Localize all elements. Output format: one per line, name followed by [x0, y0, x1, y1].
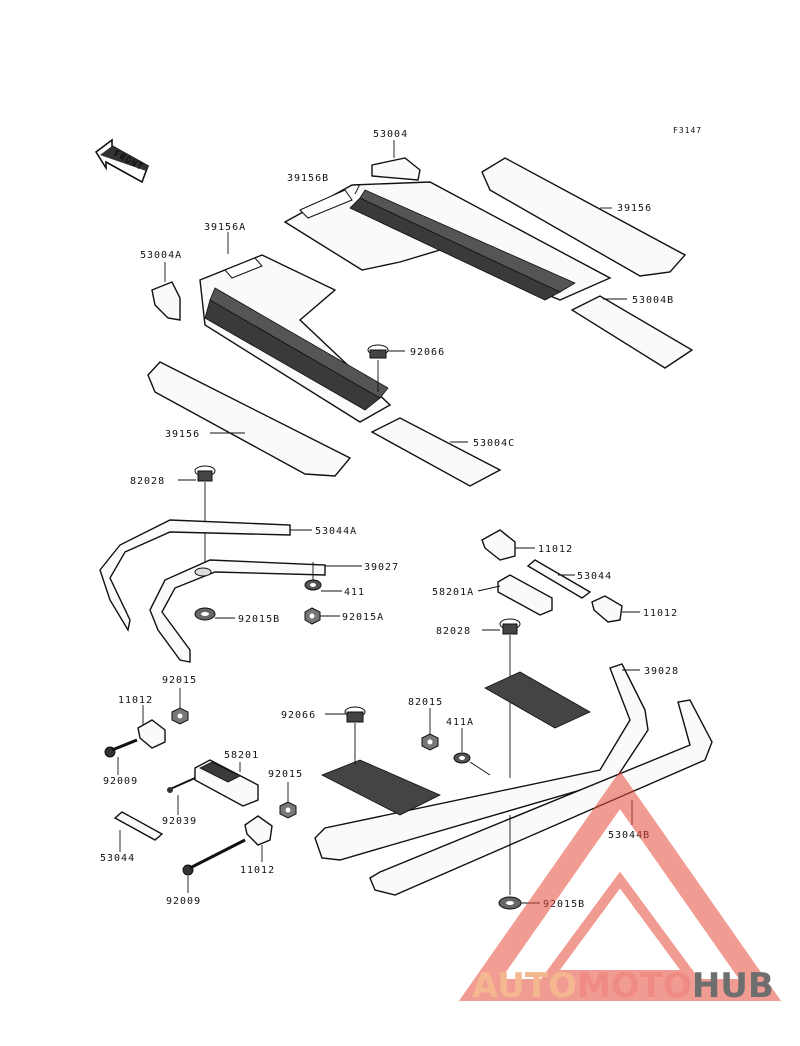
spacer-411: [304, 579, 322, 591]
label-92015B-bottom: 92015B: [543, 899, 585, 910]
pin-92039: [167, 777, 196, 793]
bumper-strip-53044A: [99, 519, 291, 632]
label-53004B: 53004B: [632, 295, 674, 306]
label-39156B: 39156B: [287, 173, 329, 184]
label-92015-a: 92015: [162, 675, 197, 686]
label-53044A: 53044A: [315, 526, 357, 537]
nut-92015-b: [279, 801, 297, 819]
plug-82028-top: [194, 465, 216, 482]
nut-92015-a: [171, 707, 189, 725]
strip-53044-b: [113, 811, 164, 841]
bumper-39027: [149, 559, 326, 663]
label-53004A: 53004A: [140, 250, 182, 261]
grommet-92066-top: [367, 344, 389, 359]
label-39156A: 39156A: [204, 222, 246, 233]
label-53004C: 53004C: [473, 438, 515, 449]
label-92066-top: 92066: [410, 347, 445, 358]
label-82015: 82015: [408, 697, 443, 708]
plate-58201: [194, 759, 259, 807]
watermark-hub: HUB: [692, 966, 774, 1006]
label-92039: 92039: [162, 816, 197, 827]
label-92009-b: 92009: [166, 896, 201, 907]
side-rail-39156-left: [147, 361, 352, 477]
watermark-text: AUTOMOTOHUB: [472, 966, 774, 1006]
label-53004: 53004: [373, 129, 408, 140]
bracket-11012-a: [481, 529, 516, 561]
nut-92015B-top: [194, 607, 216, 621]
screw-92009-b: [182, 838, 246, 876]
pad-53004: [371, 157, 421, 181]
screw-92009-a: [104, 738, 138, 758]
label-92015B-top: 92015B: [238, 614, 280, 625]
strip-53044B: [369, 699, 713, 896]
label-58201A: 58201A: [432, 587, 474, 598]
label-92015A: 92015A: [342, 612, 384, 623]
watermark-logo: [458, 770, 782, 1001]
label-11012-d: 11012: [240, 865, 275, 876]
label-92015-b: 92015: [268, 769, 303, 780]
spacer-411A: [453, 752, 471, 764]
label-11012-b: 11012: [643, 608, 678, 619]
pad-53004C: [370, 417, 502, 487]
label-58201: 58201: [224, 750, 259, 761]
label-11012-a: 11012: [538, 544, 573, 555]
front-arrow-icon: FRONT: [94, 138, 149, 184]
nut-92015A: [304, 607, 321, 625]
watermark-auto: AUTO: [472, 966, 577, 1006]
label-39027: 39027: [364, 562, 399, 573]
rear-bumper-39028: [314, 663, 649, 861]
strip-53044-a: [526, 559, 592, 599]
label-82028-top: 82028: [130, 476, 165, 487]
bracket-11012-b: [591, 595, 623, 623]
watermark-moto: MOTO: [577, 966, 692, 1006]
bracket-11012-d: [244, 815, 273, 846]
side-rail-39156: [481, 157, 687, 277]
floor-mat-39156B: [283, 181, 612, 301]
label-92066-mid: 92066: [281, 710, 316, 721]
plate-58201A: [497, 574, 553, 616]
label-39156-left: 39156: [165, 429, 200, 440]
washer-icon: [194, 567, 212, 577]
label-11012-c: 11012: [118, 695, 153, 706]
figure-code: F3147: [673, 126, 702, 135]
label-82028-mid: 82028: [436, 626, 471, 637]
bracket-11012-c: [137, 719, 166, 749]
label-53044B: 53044B: [608, 830, 650, 841]
floor-mat-39156A: [199, 254, 392, 423]
nut-82015: [421, 733, 439, 751]
label-411: 411: [344, 587, 365, 598]
label-53044-b: 53044: [100, 853, 135, 864]
label-39028: 39028: [644, 666, 679, 677]
label-92009-a: 92009: [103, 776, 138, 787]
pad-53004B: [570, 295, 694, 369]
pad-53004A: [151, 281, 181, 321]
label-39156-right: 39156: [617, 203, 652, 214]
plug-82028-mid: [499, 618, 521, 635]
label-53044-a: 53044: [577, 571, 612, 582]
label-411A: 411A: [446, 717, 474, 728]
grommet-92066-mid: [344, 706, 366, 723]
nut-92015B-bottom: [498, 896, 522, 910]
